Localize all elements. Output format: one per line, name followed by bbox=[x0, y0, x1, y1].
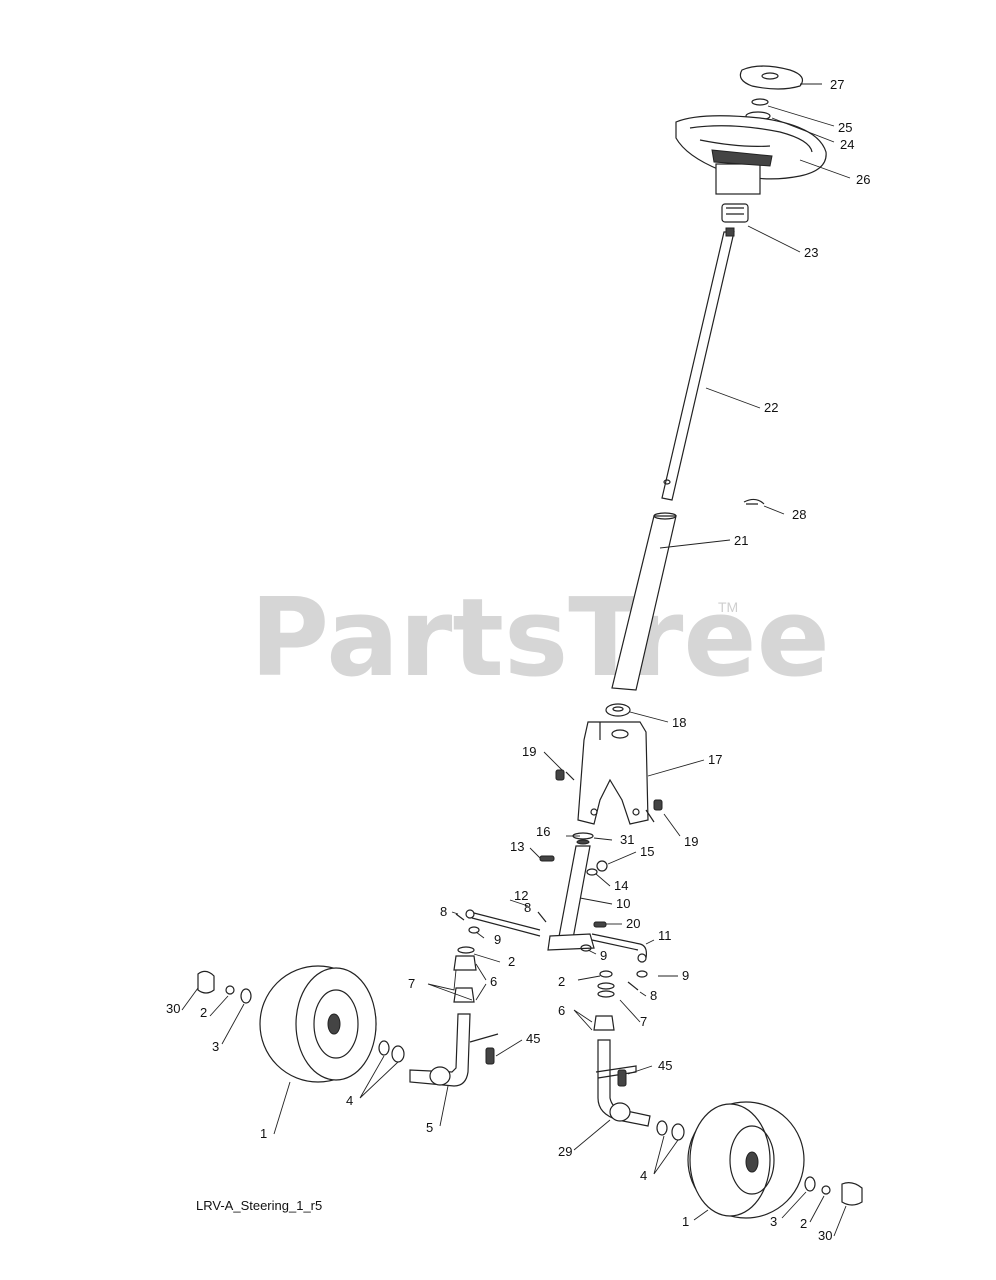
callout-8-right: 8 bbox=[650, 988, 657, 1003]
callout-9-left: 9 bbox=[494, 932, 501, 947]
drag-link-right[interactable] bbox=[591, 933, 647, 963]
callout-14: 14 bbox=[614, 878, 628, 893]
callout-2-left: 2 bbox=[200, 1005, 207, 1020]
callout-19-left: 19 bbox=[522, 744, 536, 759]
clip-2-left[interactable] bbox=[225, 985, 235, 995]
callout-6-left: 6 bbox=[490, 974, 497, 989]
bolts-part-19[interactable] bbox=[555, 769, 663, 823]
washer-9-mid[interactable] bbox=[580, 944, 592, 952]
right-spindle[interactable] bbox=[595, 1039, 651, 1127]
right-spindle-bushings[interactable] bbox=[593, 970, 615, 1031]
callout-45-left: 45 bbox=[526, 1031, 540, 1046]
callout-31: 31 bbox=[620, 832, 634, 847]
washer-part-14[interactable] bbox=[586, 868, 598, 876]
pin-part-20[interactable] bbox=[593, 921, 607, 928]
washer-9-right[interactable] bbox=[636, 970, 648, 978]
callout-10: 10 bbox=[616, 896, 630, 911]
callout-25: 25 bbox=[838, 120, 852, 135]
washer-4-right-b[interactable] bbox=[671, 1123, 685, 1141]
clip-2-right[interactable] bbox=[821, 1185, 831, 1195]
cotter-pin-8-right[interactable] bbox=[627, 981, 639, 991]
right-wheel[interactable] bbox=[687, 1101, 805, 1219]
callout-1-left: 1 bbox=[260, 1126, 267, 1141]
callout-4-right: 4 bbox=[640, 1168, 647, 1183]
diagram-caption: LRV-A_Steering_1_r5 bbox=[196, 1198, 322, 1213]
callout-3-right: 3 bbox=[770, 1214, 777, 1229]
callout-2-left-spindle: 2 bbox=[508, 954, 515, 969]
callout-26: 26 bbox=[856, 172, 870, 187]
steering-tube-lower[interactable] bbox=[611, 512, 677, 691]
steering-sector-shaft[interactable] bbox=[547, 845, 595, 951]
callout-1-right: 1 bbox=[682, 1214, 689, 1229]
callout-4-left: 4 bbox=[346, 1093, 353, 1108]
callout-2-right-spindle: 2 bbox=[558, 974, 565, 989]
callout-30-right: 30 bbox=[818, 1228, 832, 1243]
cotter-pin-8-mid[interactable] bbox=[537, 911, 547, 923]
washer-3-left[interactable] bbox=[240, 988, 252, 1004]
hub-cap-right[interactable] bbox=[841, 1182, 863, 1206]
callout-13: 13 bbox=[510, 839, 524, 854]
bolt-45-right[interactable] bbox=[617, 1069, 627, 1087]
callout-2-right: 2 bbox=[800, 1216, 807, 1231]
bolt-45-left[interactable] bbox=[469, 1033, 499, 1065]
callout-labels: 27 25 24 26 23 22 28 21 18 17 19 19 16 3… bbox=[166, 77, 870, 1243]
callout-23: 23 bbox=[804, 245, 818, 260]
callout-18: 18 bbox=[672, 715, 686, 730]
leader-lines bbox=[181, 83, 851, 1237]
callout-27: 27 bbox=[830, 77, 844, 92]
callout-28: 28 bbox=[792, 507, 806, 522]
clip-part-28[interactable] bbox=[743, 498, 765, 505]
callout-9-right: 9 bbox=[682, 968, 689, 983]
callout-9-mid: 9 bbox=[600, 948, 607, 963]
callout-45-right: 45 bbox=[658, 1058, 672, 1073]
steering-cap[interactable] bbox=[739, 65, 803, 90]
washer-4-right-a[interactable] bbox=[656, 1120, 668, 1136]
bushing[interactable] bbox=[605, 703, 631, 717]
callout-16: 16 bbox=[536, 824, 550, 839]
callout-20: 20 bbox=[626, 916, 640, 931]
hub-cap-left[interactable] bbox=[197, 970, 215, 994]
callout-12: 12 bbox=[514, 888, 528, 903]
callout-8-left: 8 bbox=[440, 904, 447, 919]
steering-support-bracket[interactable] bbox=[577, 721, 649, 825]
callout-19-right: 19 bbox=[684, 834, 698, 849]
callout-8-mid: 8 bbox=[524, 900, 531, 915]
washer-4-left-a[interactable] bbox=[378, 1040, 390, 1056]
left-spindle[interactable] bbox=[409, 1013, 471, 1087]
steering-adapter[interactable] bbox=[721, 203, 749, 223]
pin-part-13[interactable] bbox=[539, 855, 555, 862]
callout-29: 29 bbox=[558, 1144, 572, 1159]
watermark-trademark: TM bbox=[718, 599, 738, 615]
left-wheel[interactable] bbox=[259, 965, 377, 1083]
watermark-logo: PartsTree bbox=[250, 576, 830, 701]
callout-21: 21 bbox=[734, 533, 748, 548]
steering-wheel[interactable] bbox=[675, 115, 827, 195]
retainer-part-16-31[interactable] bbox=[572, 832, 594, 845]
callout-5: 5 bbox=[426, 1120, 433, 1135]
washer-9-left[interactable] bbox=[468, 926, 480, 934]
callout-7-left: 7 bbox=[408, 976, 415, 991]
washer-4-left-b[interactable] bbox=[391, 1045, 405, 1063]
callout-6-right: 6 bbox=[558, 1003, 565, 1018]
callout-24: 24 bbox=[840, 137, 854, 152]
callout-3-left: 3 bbox=[212, 1039, 219, 1054]
left-spindle-bushings[interactable] bbox=[453, 946, 477, 1003]
callout-30-left: 30 bbox=[166, 1001, 180, 1016]
cotter-pin-8-left[interactable] bbox=[455, 913, 465, 921]
callout-22: 22 bbox=[764, 400, 778, 415]
nut-part-15[interactable] bbox=[596, 860, 608, 872]
drag-link[interactable] bbox=[465, 909, 541, 937]
callout-11: 11 bbox=[658, 928, 672, 943]
callout-17: 17 bbox=[708, 752, 722, 767]
callout-7-right: 7 bbox=[640, 1014, 647, 1029]
callout-15: 15 bbox=[640, 844, 654, 859]
washer-3-right[interactable] bbox=[804, 1176, 816, 1192]
steering-shaft-upper[interactable] bbox=[661, 227, 735, 501]
